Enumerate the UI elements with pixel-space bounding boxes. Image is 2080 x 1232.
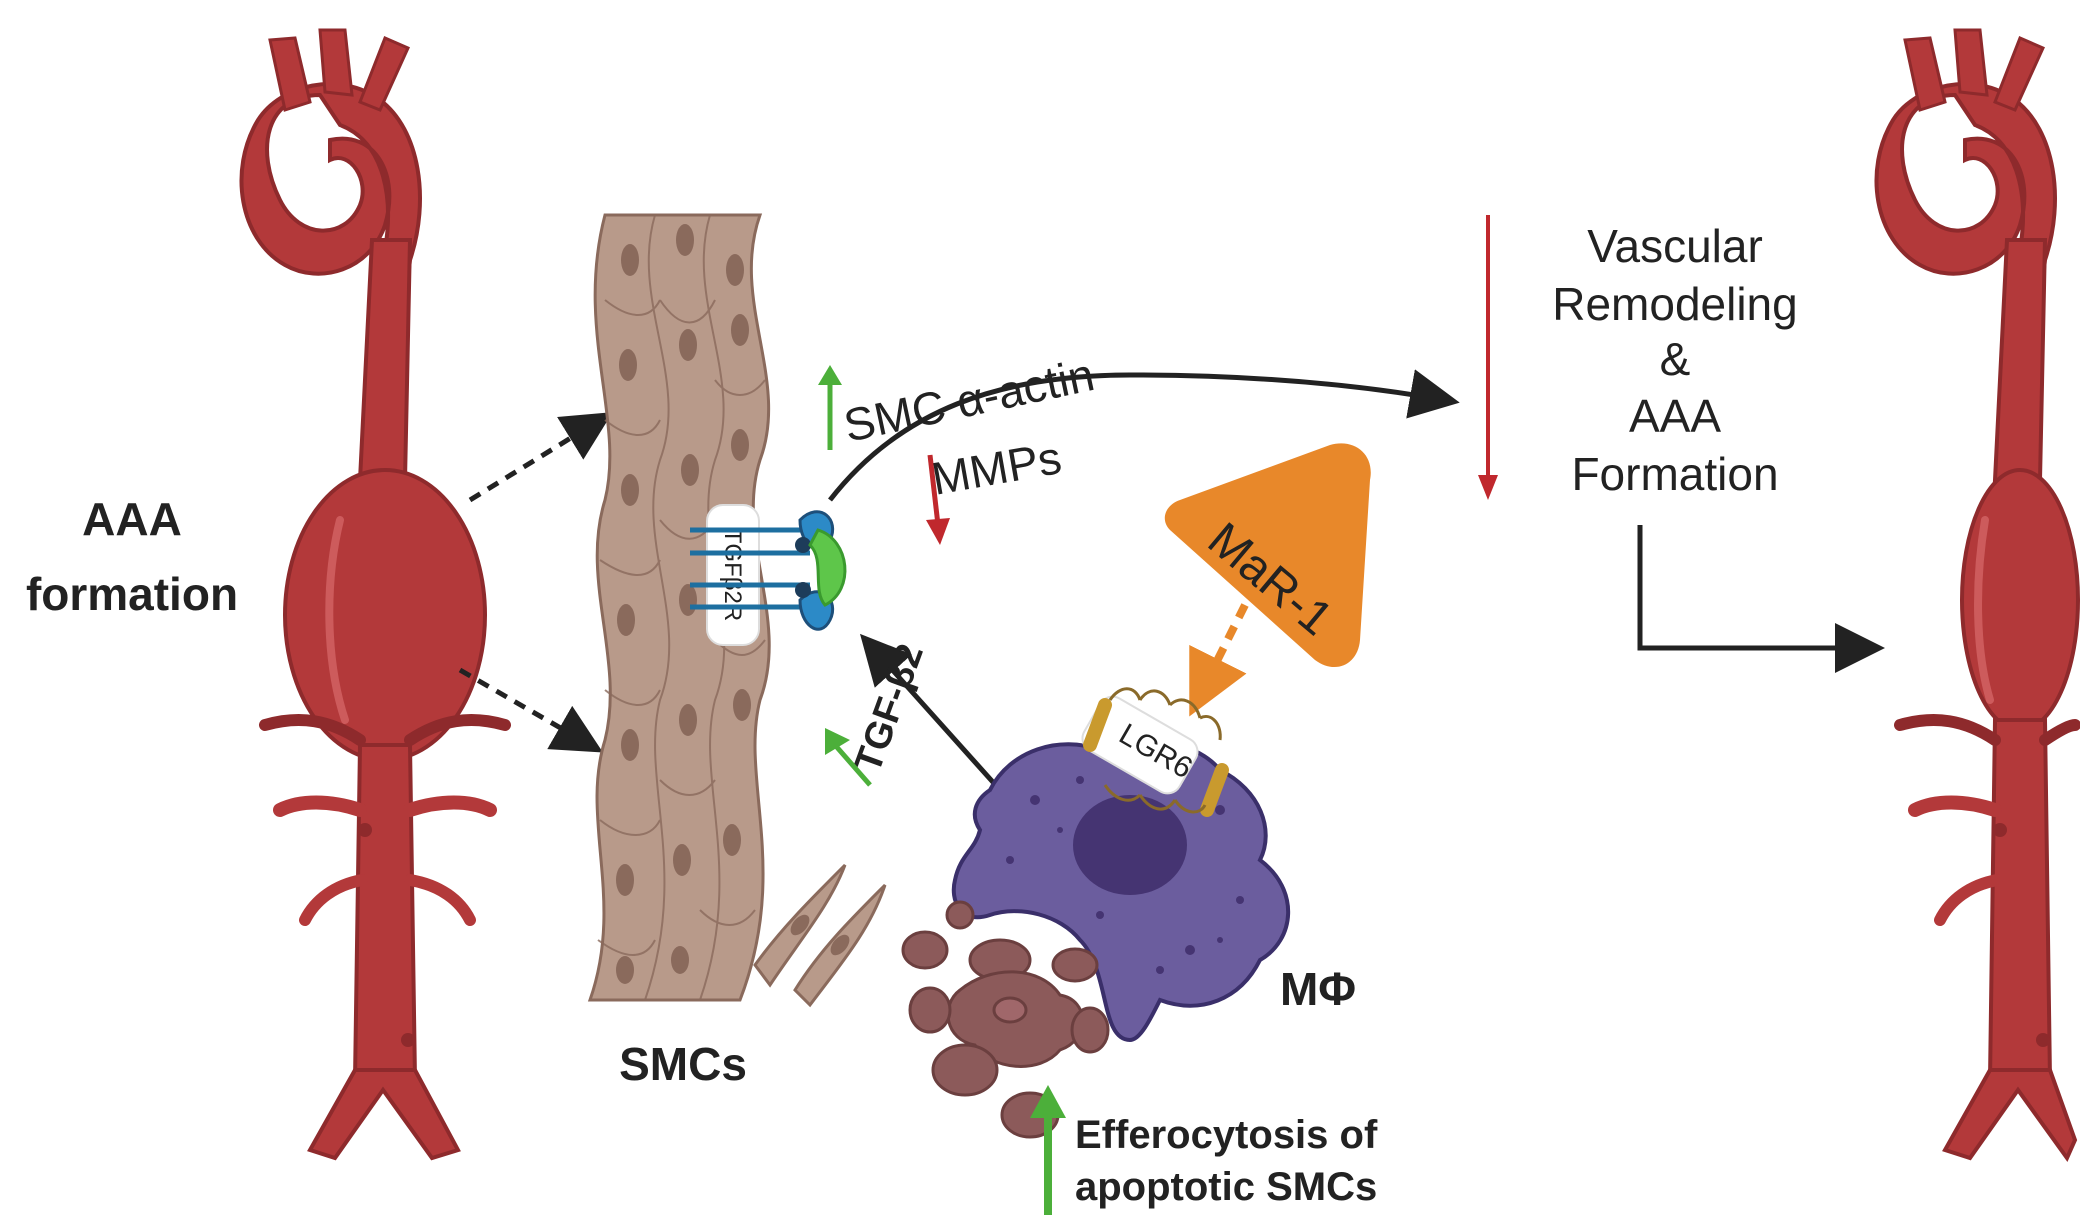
tgfb2-up-arrowhead [825,728,850,755]
outcome-line3: & [1660,333,1691,385]
right-aorta [1874,28,2080,1162]
left-aorta-aneurysm [239,28,511,1161]
dashed-arrow-lower [458,667,603,753]
efferocytosis-label-line1: Efferocytosis of [1075,1113,1378,1157]
mar1-dashed-arrow [1189,603,1249,717]
outcome-line2: Remodeling [1552,278,1797,330]
smc-actin-label: SMC α-actin [839,348,1098,452]
macrophage-label: MΦ [1280,963,1356,1015]
dashed-arrow-upper [468,412,613,503]
apoptotic-smcs [901,900,1110,1139]
aaa-formation-label-line2: formation [26,568,238,620]
efferocytosis-label-line2: apoptotic SMCs [1075,1165,1377,1209]
detached-smcs [753,863,887,1008]
mmps-label: MMPs [928,431,1065,505]
mar1-triangle: MaR-1 [1164,443,1371,668]
tgfb2r-receptor: TGFβ2R [690,504,847,646]
mmps-down-arrow [927,454,941,526]
aaa-formation-label-line1: AAA [82,493,182,545]
tgfb2-label: TGF-β2 [847,639,932,778]
curved-arrow-to-remodeling [828,369,1460,502]
outcome-line1: Vascular [1587,220,1763,272]
mmps-down-arrowhead [926,518,950,545]
outcome-line4: AAA [1629,390,1721,442]
smcs-label: SMCs [619,1038,747,1090]
tgfb2-arrow [859,633,1002,792]
efferocytosis-up-arrowhead [1030,1085,1066,1118]
smc-actin-up-arrowhead [818,365,842,385]
outcome-down-arrowhead [1478,475,1498,500]
elbow-arrow-to-right-aorta [1637,525,1885,673]
tgfb2-up-arrow [833,743,872,787]
outcome-line5: Formation [1571,448,1778,500]
